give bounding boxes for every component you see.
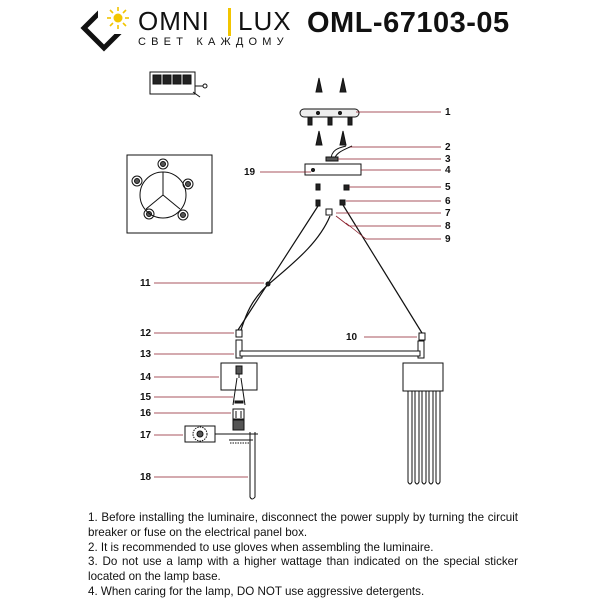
callout-4: 4 [445, 165, 451, 176]
callout-18: 18 [140, 472, 152, 483]
callout-14: 14 [140, 372, 152, 383]
note-1: 1. Before installing the luminaire, disc… [88, 511, 518, 539]
model-number: OML-67103-05 [307, 7, 510, 39]
callout-2: 2 [445, 142, 451, 153]
callout-11: 11 [140, 278, 151, 289]
main-bar [235, 339, 425, 359]
lamp-socket-icon [232, 408, 245, 431]
omnilux-logo-icon [80, 4, 129, 52]
leader-lines [154, 111, 441, 478]
canopy [304, 163, 362, 176]
callout-7: 7 [445, 208, 451, 219]
safety-notes: 1. Before installing the luminaire, disc… [88, 511, 518, 600]
brand-divider [228, 8, 231, 36]
callout-5: 5 [445, 182, 451, 193]
glass-tube [249, 432, 256, 500]
callout-15: 15 [140, 392, 152, 403]
brand-name-lux: LUX [238, 6, 292, 36]
brand-tagline: СВЕТ КАЖДОМУ [138, 36, 289, 48]
header: OMNI LUX СВЕТ КАЖДОМУ OML-67103-05 [0, 0, 600, 60]
note-2: 2. It is recommended to use gloves when … [88, 540, 434, 554]
callout-13: 13 [140, 349, 152, 360]
callout-3: 3 [445, 154, 451, 165]
callout-10: 10 [346, 332, 358, 343]
lamp-assembly-right [402, 362, 444, 485]
callout-6: 6 [445, 196, 451, 207]
note-3: 3. Do not use a lamp with a higher watta… [88, 555, 518, 584]
ceiling-plate-top-view [126, 154, 213, 234]
callout-16: 16 [140, 408, 152, 419]
assembly-diagram: 1 2 3 4 5 6 7 8 9 10 11 12 13 14 15 16 1… [126, 71, 451, 500]
callout-8: 8 [445, 221, 451, 232]
callout-1: 1 [445, 107, 451, 118]
callout-17: 17 [140, 430, 152, 441]
bolt-icon [315, 130, 347, 146]
shade-top-icon [184, 425, 258, 444]
callout-19: 19 [244, 167, 256, 178]
mounting-bar [299, 108, 360, 126]
callout-9: 9 [445, 234, 451, 245]
screw-icon [315, 77, 347, 93]
note-4: 4. When caring for the lamp, DO NOT use … [88, 584, 425, 598]
callout-12: 12 [140, 328, 152, 339]
lamp-holder-left [220, 362, 258, 406]
terminal-block-icon [149, 71, 208, 98]
brand-name-omni: OMNI [138, 6, 210, 36]
